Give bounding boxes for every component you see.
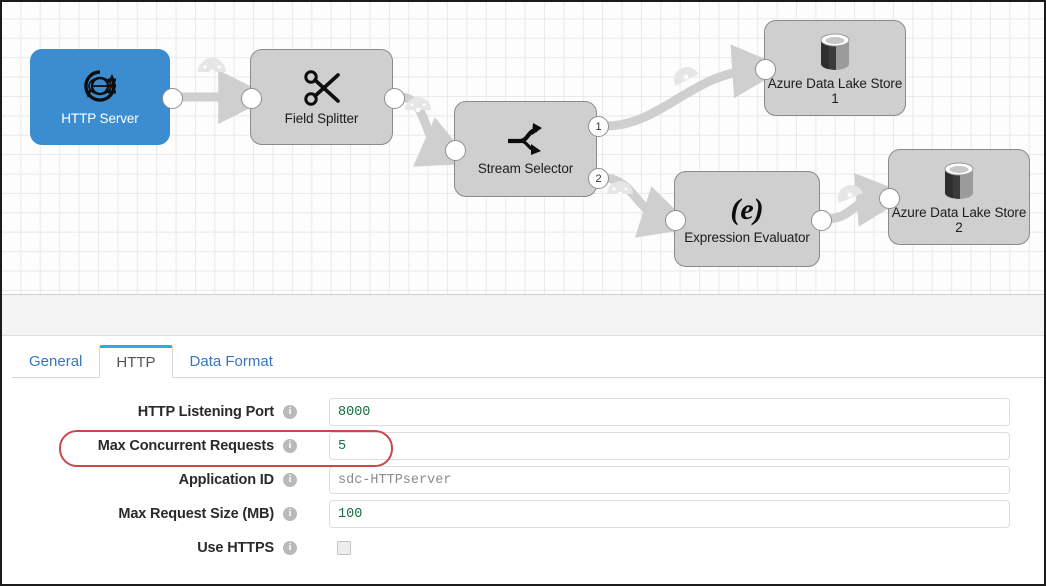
- database-cylinder-icon: [815, 31, 855, 73]
- port-number: 2: [595, 172, 602, 185]
- pipeline-connections: [178, 44, 911, 238]
- link-meter-badge: [198, 58, 226, 75]
- form-row-application-id: Application ID i: [2, 463, 1044, 497]
- form-row-http-listening-port: HTTP Listening Port i: [2, 395, 1044, 429]
- form-row-max-request-size: Max Request Size (MB) i: [2, 497, 1044, 531]
- field-label: Use HTTPS: [197, 540, 274, 556]
- node-stream-selector[interactable]: Stream Selector 1 2: [445, 101, 609, 197]
- node-label: Field Splitter: [284, 111, 359, 126]
- node-label: HTTP Server: [61, 111, 139, 126]
- node-azure-data-lake-store-2[interactable]: Azure Data Lake Store 2: [879, 149, 1030, 245]
- field-label: Max Request Size (MB): [118, 506, 274, 522]
- output-port-2[interactable]: 2: [588, 168, 609, 189]
- max-concurrent-requests-input[interactable]: [329, 432, 1010, 460]
- pipeline-canvas[interactable]: HTTP Server Field Splitter: [2, 2, 1044, 294]
- link-meter-badge: [405, 97, 431, 113]
- tab-http[interactable]: HTTP: [99, 345, 173, 378]
- input-port[interactable]: [241, 88, 262, 109]
- output-port[interactable]: [384, 88, 405, 109]
- info-icon[interactable]: i: [283, 439, 297, 453]
- use-https-checkbox[interactable]: [337, 541, 351, 555]
- link-meter-badge: [607, 181, 633, 197]
- properties-tabbar: General HTTP Data Format: [2, 336, 1044, 378]
- scissors-icon: [300, 68, 344, 108]
- form-row-max-concurrent-requests: Max Concurrent Requests i: [2, 429, 1044, 463]
- link-meter-badge: [674, 67, 699, 87]
- port-number: 1: [595, 120, 602, 133]
- output-port[interactable]: [162, 88, 183, 109]
- output-port-1[interactable]: 1: [588, 116, 609, 137]
- input-port[interactable]: [445, 140, 466, 161]
- info-icon[interactable]: i: [283, 473, 297, 487]
- output-port[interactable]: [811, 210, 832, 231]
- field-label: Application ID: [178, 472, 275, 488]
- panel-divider: [2, 294, 1044, 336]
- input-port[interactable]: [665, 210, 686, 231]
- node-label: Expression Evaluator: [684, 230, 810, 245]
- node-label-text: Expression Evaluator: [684, 230, 810, 245]
- max-request-size-input[interactable]: [329, 500, 1010, 528]
- node-expression-evaluator[interactable]: (e) Expression Evaluator: [665, 171, 832, 267]
- node-label: Azure Data Lake Store 1: [765, 76, 905, 106]
- application-id-input[interactable]: [329, 466, 1010, 494]
- input-port[interactable]: [879, 188, 900, 209]
- http-server-icon: [78, 68, 122, 108]
- node-label-text: Azure Data Lake Store 1: [767, 75, 903, 106]
- node-label-text: Azure Data Lake Store 2: [891, 204, 1027, 235]
- properties-form: HTTP Listening Port i Max Concurrent Req…: [2, 382, 1044, 565]
- node-label: Azure Data Lake Store 2: [889, 205, 1029, 235]
- input-port[interactable]: [755, 59, 776, 80]
- expression-evaluator-icon: (e): [722, 193, 772, 227]
- stream-selector-icon: [504, 122, 548, 158]
- http-listening-port-input[interactable]: [329, 398, 1010, 426]
- node-field-splitter[interactable]: Field Splitter: [241, 49, 405, 145]
- node-http-server[interactable]: HTTP Server: [30, 49, 183, 145]
- node-label: Stream Selector: [477, 161, 574, 176]
- info-icon[interactable]: i: [283, 405, 297, 419]
- info-icon[interactable]: i: [283, 507, 297, 521]
- tab-general[interactable]: General: [29, 353, 83, 370]
- field-label: HTTP Listening Port: [137, 404, 274, 420]
- node-azure-data-lake-store-1[interactable]: Azure Data Lake Store 1: [755, 20, 906, 116]
- svg-text:(e): (e): [730, 193, 763, 226]
- database-cylinder-icon: [939, 160, 979, 202]
- tab-data-format[interactable]: Data Format: [189, 353, 273, 370]
- field-label: Max Concurrent Requests: [97, 438, 274, 454]
- link-meter-badge: [838, 185, 864, 203]
- form-row-use-https: Use HTTPS i: [2, 531, 1044, 565]
- info-icon[interactable]: i: [283, 541, 297, 555]
